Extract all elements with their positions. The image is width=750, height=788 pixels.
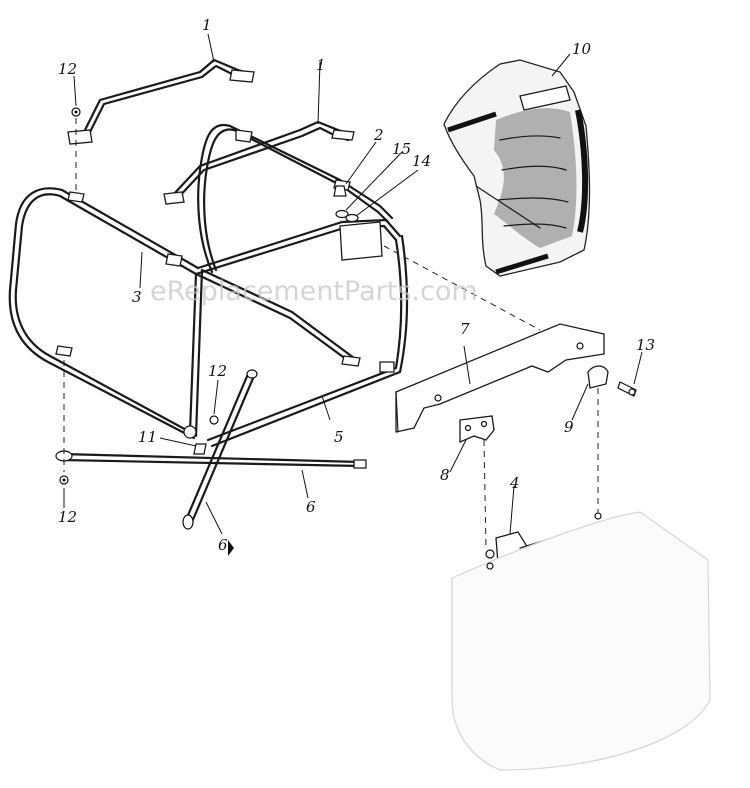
leader-lines [63,33,643,535]
part-8-bracket [459,415,495,443]
label-part-4: 4 [509,474,520,492]
rear-frame-loop [197,123,394,274]
hardware-2-14-15 [333,185,359,223]
dashed-assembly-lines [383,245,599,549]
label-part-11: 11 [138,428,157,446]
label-part-3: 3 [132,288,142,306]
label-part-8: 8 [440,466,450,484]
label-part-15: 15 [392,140,411,158]
part-1-rear-brace [163,120,355,205]
label-part-1-upper: 1 [202,16,212,34]
label-part-6-right: 6 [306,498,316,516]
label-part-1-rear: 1 [316,56,326,74]
label-part-12-middle: 12 [208,362,227,380]
part-3-side-frame [8,187,402,440]
part-9-13-hardware [587,365,637,397]
label-part-13: 13 [636,336,655,354]
label-part-5: 5 [334,428,344,446]
part-1-upper-brace [67,58,255,145]
label-part-6-left: 6 [218,536,228,554]
label-part-12-bottom: 12 [58,508,77,526]
part-7-channel [395,323,605,433]
mower-deck-outline [451,511,711,771]
label-part-9: 9 [564,418,574,436]
label-part-7: 7 [460,320,470,338]
watermark-text: eReplacementParts.com [150,276,478,307]
label-part-12-top: 12 [58,60,77,78]
hardware-11-12 [59,107,219,485]
label-part-2: 2 [373,126,384,144]
label-part-14: 14 [412,152,431,170]
part-5-front-frame [183,221,409,448]
part-10-bag [443,59,591,277]
label-part-10: 10 [572,40,592,58]
